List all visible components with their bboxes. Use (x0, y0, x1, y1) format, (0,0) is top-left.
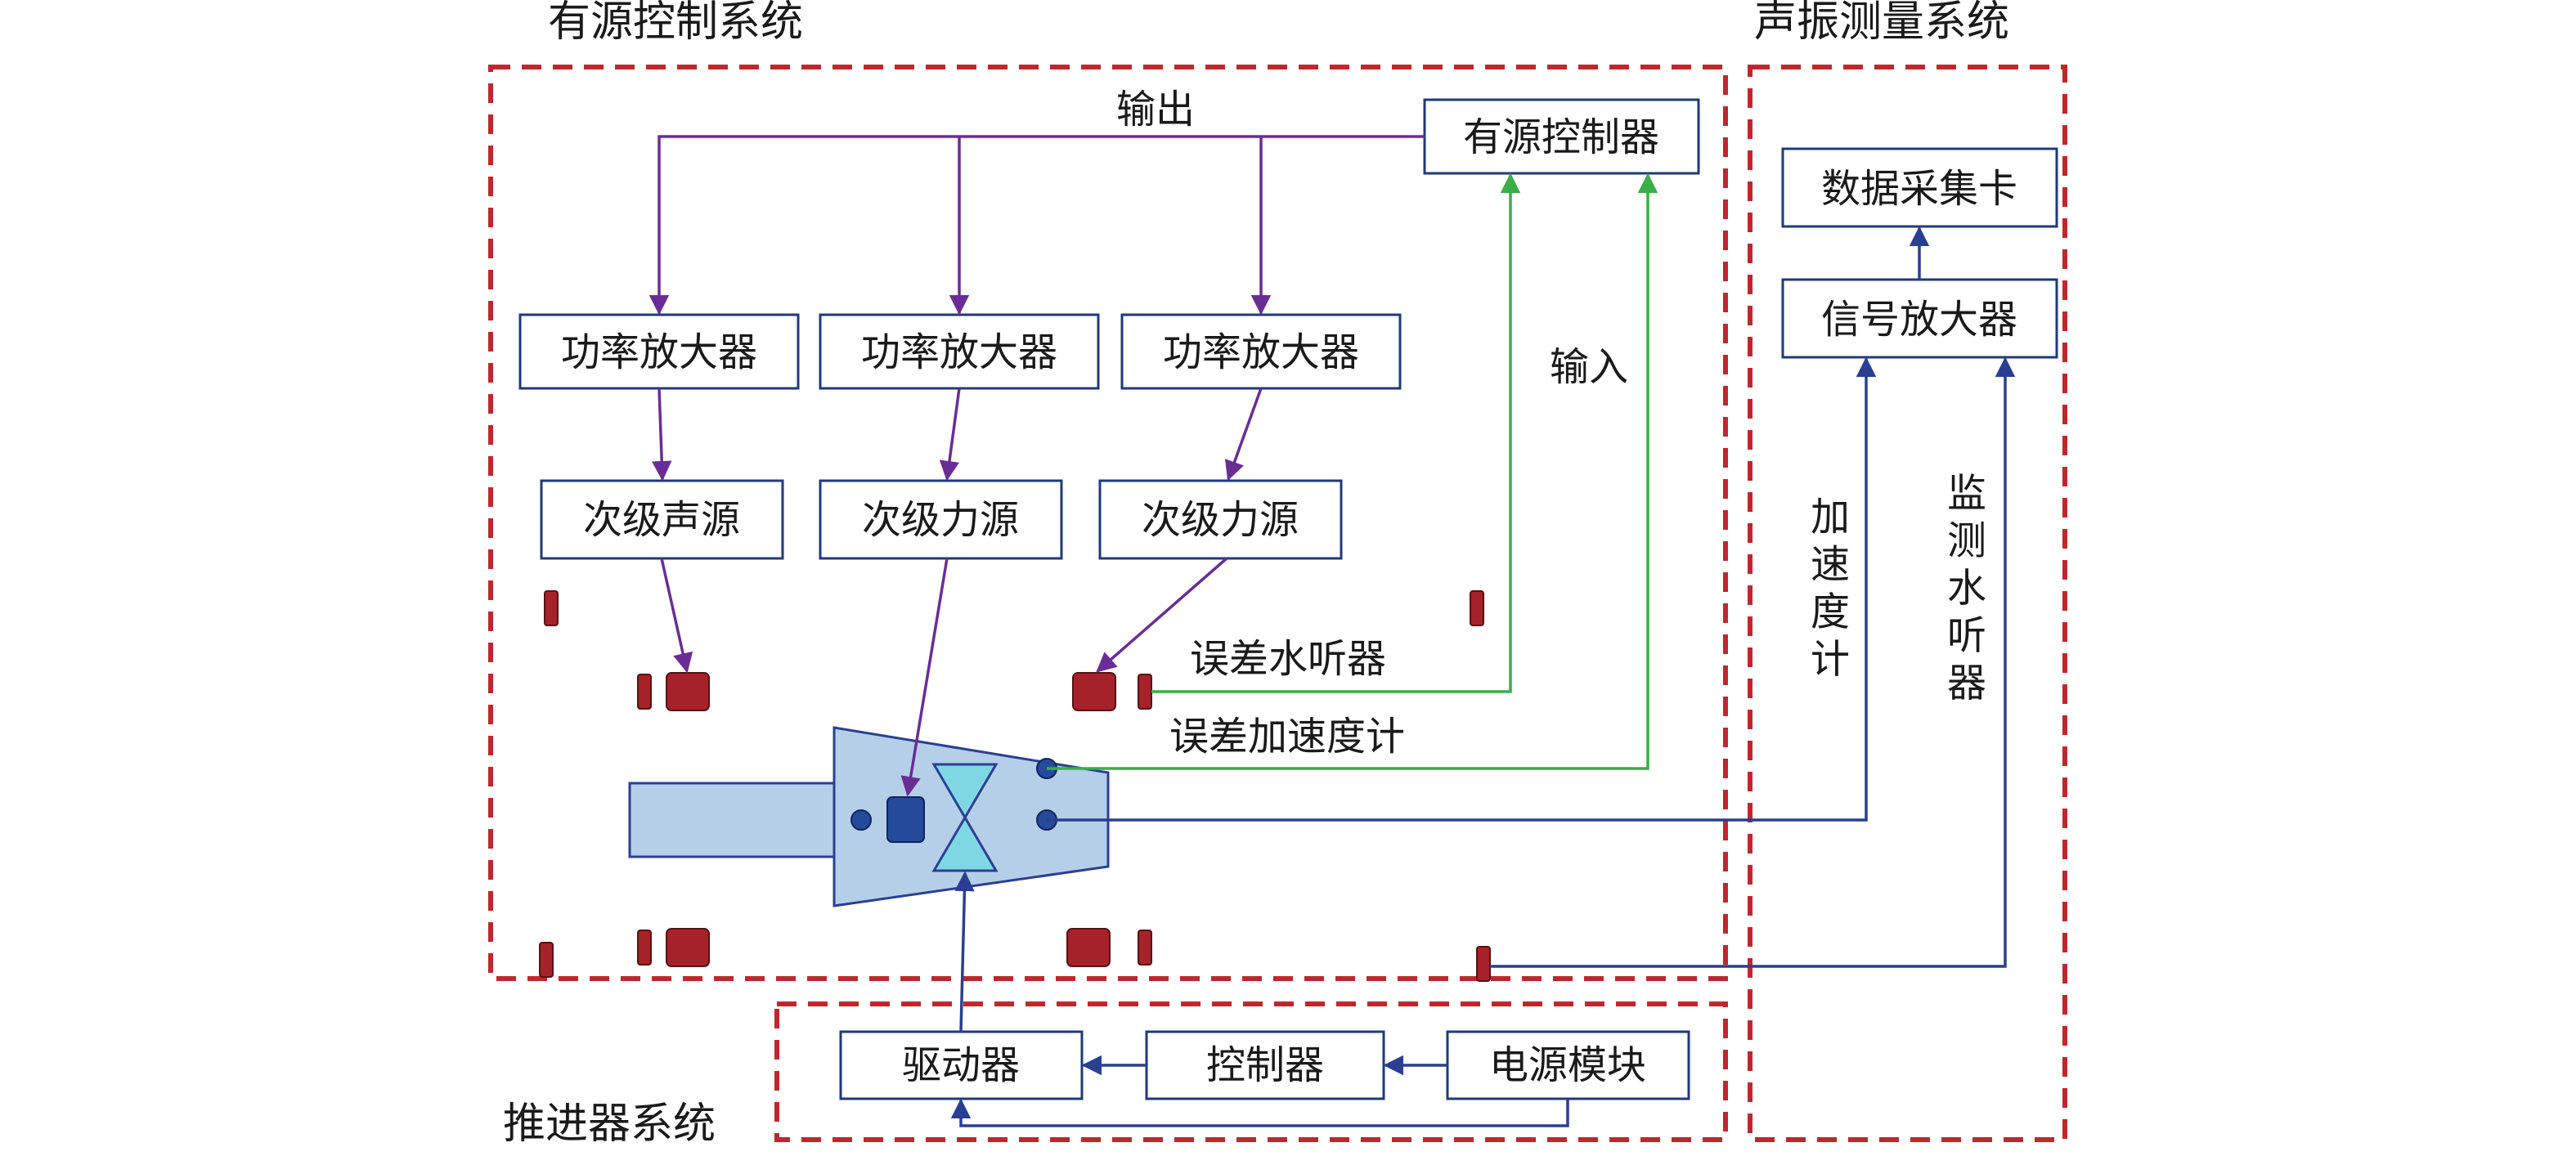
sound-source-icon (666, 928, 710, 967)
hydrophone-icon (637, 930, 652, 966)
sound-source-icon (1066, 928, 1111, 967)
output-lines (648, 135, 1425, 797)
hydrophone-icon (539, 942, 554, 978)
thruster-system-title: 推进器系统 (503, 1100, 716, 1149)
thruster-system-border (774, 1001, 1728, 1142)
secondary-force-source-1-label: 次级力源 (862, 497, 1019, 543)
active-controller-block: 有源控制器 (1423, 98, 1700, 175)
driver-label: 驱动器 (902, 1042, 1020, 1088)
acoustic-measure-system-title: 声振测量系统 (1754, 0, 2009, 47)
measure-lines (1047, 226, 2016, 968)
thruster-lines (950, 871, 1569, 1127)
error-hydrophone-icon (1138, 674, 1152, 710)
error-accelerometer-label: 误差加速度计 (1169, 714, 1405, 759)
power-amp-3-label: 功率放大器 (1163, 329, 1359, 375)
power-amp-1-label: 功率放大器 (561, 329, 757, 375)
monitor-hydrophone-icon (1476, 946, 1491, 982)
input-lines (1047, 173, 1658, 770)
power-module-label: 电源模块 (1489, 1042, 1646, 1088)
output-label: 输出 (1116, 87, 1195, 132)
sound-source-icon (666, 672, 710, 711)
monitor-hydrophone-vertical-label: 监测水听器 (1947, 470, 1986, 706)
power-amp-2-block: 功率放大器 (819, 313, 1100, 390)
controller-block: 控制器 (1145, 1030, 1385, 1100)
active-control-system-title: 有源控制系统 (548, 0, 803, 47)
force-actuator-icon (886, 796, 925, 843)
power-amp-1-block: 功率放大器 (518, 313, 800, 390)
hydrophone-icon (1470, 590, 1484, 626)
svg-text:监测水听器: 监测水听器 (1947, 470, 1986, 706)
controller-label: 控制器 (1206, 1042, 1324, 1088)
secondary-sound-source-block: 次级声源 (540, 479, 784, 560)
hydrophone-icon (637, 674, 652, 710)
input-label: 输入 (1550, 344, 1628, 390)
secondary-force-source-1-block: 次级力源 (819, 479, 1063, 560)
active-control-system-border (488, 65, 1728, 981)
thruster-body (628, 726, 1110, 907)
error-hydrophone-label: 误差水听器 (1190, 636, 1386, 682)
driver-block: 驱动器 (839, 1030, 1084, 1100)
power-module-block: 电源模块 (1446, 1030, 1690, 1100)
secondary-force-source-2-block: 次级力源 (1098, 479, 1343, 560)
active-controller-label: 有源控制器 (1463, 114, 1659, 160)
hydrophone-icon (1138, 930, 1152, 966)
power-amp-2-label: 功率放大器 (861, 329, 1057, 375)
hydrophone-icon (544, 590, 559, 626)
accelerometer-vertical-label: 加速度计 (1811, 494, 1850, 682)
secondary-sound-source-label: 次级声源 (583, 497, 740, 543)
secondary-force-source-2-label: 次级力源 (1142, 497, 1299, 543)
sound-source-icon (1072, 672, 1116, 711)
signal-amp-label: 信号放大器 (1821, 297, 2017, 343)
svg-text:加速度计: 加速度计 (1811, 494, 1850, 682)
signal-amp-block: 信号放大器 (1781, 278, 2058, 359)
power-amp-3-block: 功率放大器 (1120, 313, 1402, 390)
sensor-dot-icon (850, 809, 872, 831)
daq-card-block: 数据采集卡 (1781, 147, 2058, 228)
acoustic-measure-system-border (1748, 65, 2067, 1142)
propeller-icon (931, 763, 999, 872)
daq-card-label: 数据采集卡 (1821, 166, 2017, 212)
